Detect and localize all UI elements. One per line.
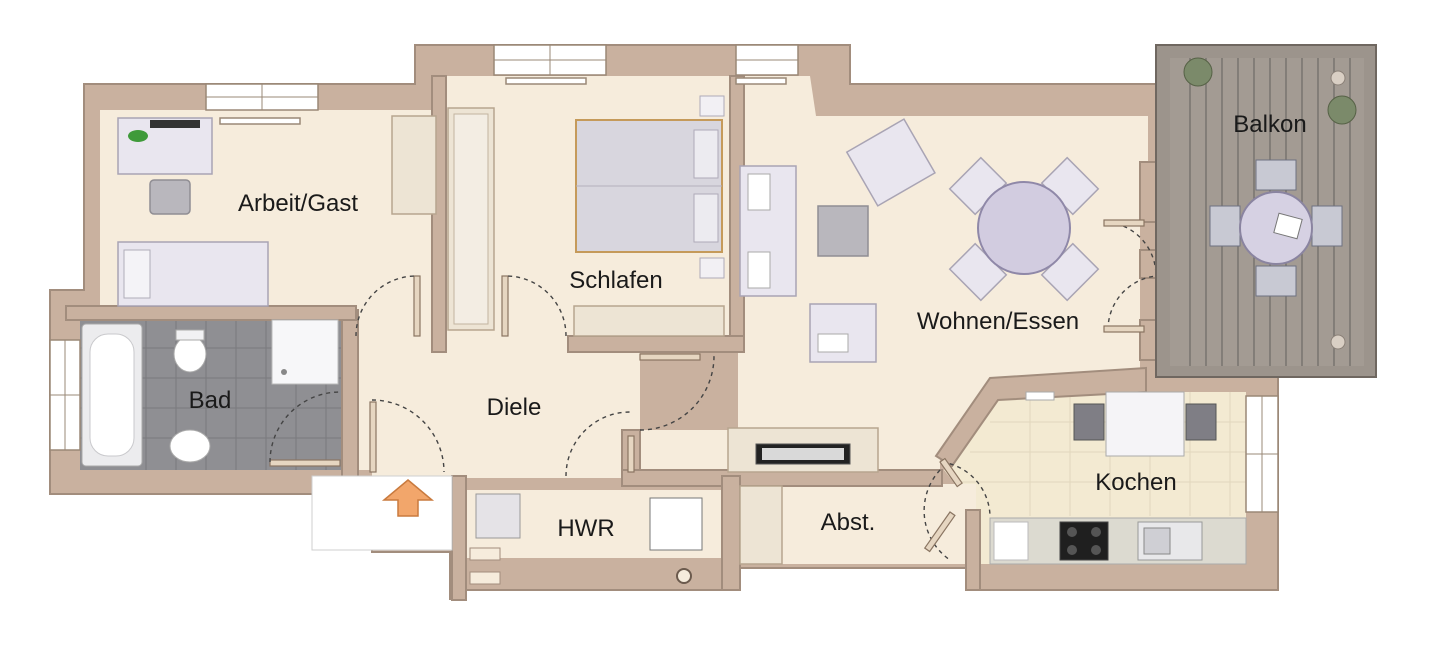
balcony (1155, 44, 1377, 378)
wohnen-furniture (727, 118, 1100, 473)
room-label-bad: Bad (189, 387, 232, 414)
room-label-diele: Diele (487, 394, 542, 421)
plant-icon (1327, 95, 1357, 125)
room-label-balkon: Balkon (1233, 111, 1306, 138)
room-labels: Arbeit/Gast Schlafen Balkon Wohnen/Essen… (189, 111, 1307, 542)
entrance-arrow-icon (381, 479, 435, 517)
arbeit-furniture (117, 115, 437, 307)
abst-furniture (739, 485, 783, 565)
room-label-abst: Abst. (821, 509, 876, 536)
entrance-landing (311, 475, 453, 551)
room-label-hwr: HWR (557, 515, 614, 542)
hwr-furniture (475, 493, 703, 551)
plant-icon (1183, 57, 1213, 87)
plant-pot-icon (1330, 70, 1346, 86)
room-label-kochen: Kochen (1095, 469, 1176, 496)
kochen-furniture (989, 391, 1247, 565)
plant-pot-icon (1330, 334, 1346, 350)
room-label-schlafen: Schlafen (569, 267, 662, 294)
interior-walls (65, 75, 1163, 601)
room-label-wohnen: Wohnen/Essen (917, 308, 1079, 335)
schlafen-furniture (447, 95, 725, 337)
bad-furniture (81, 319, 339, 467)
room-label-arbeit: Arbeit/Gast (238, 190, 358, 217)
hwr-niches (469, 547, 692, 585)
doors (269, 219, 1157, 561)
balcony-table-set (1209, 159, 1343, 297)
